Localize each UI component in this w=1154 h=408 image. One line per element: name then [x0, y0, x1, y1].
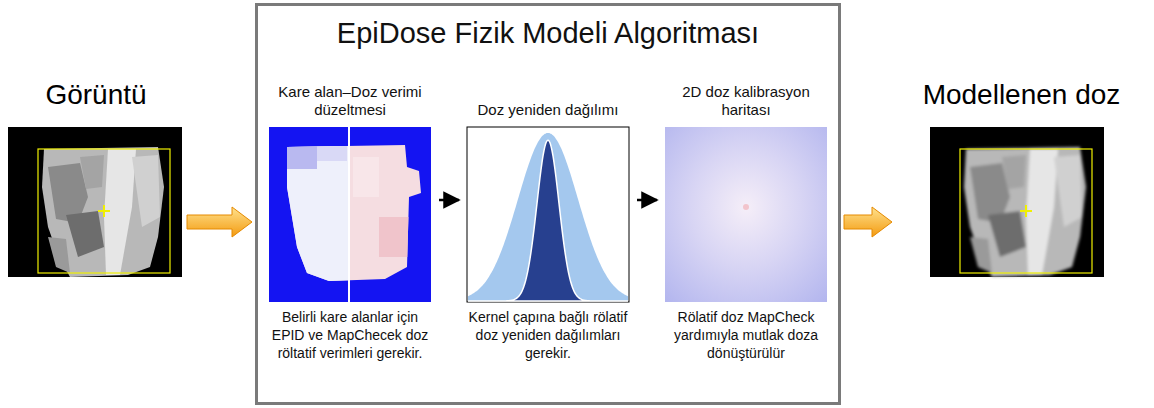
calibration-map: [665, 127, 827, 302]
panel-note: Rölatif doz MapCheck yardımıyla mutlak d…: [660, 308, 832, 363]
step-panel: Kare alan–Doz verimi düzeltmesiBelirli k…: [264, 62, 436, 363]
step-panel: 2D doz kalibrasyon haritasıRölatif doz M…: [660, 62, 832, 363]
wide-kernel: [468, 133, 628, 301]
kernel-plot: [467, 127, 629, 302]
panel-heading: 2D doz kalibrasyon haritası: [660, 62, 832, 120]
step-arrow: [439, 199, 459, 202]
step-arrow: [637, 199, 657, 202]
frame-title: EpiDose Fizik Modeli Algoritması: [258, 6, 838, 51]
field-correction-map: [269, 127, 431, 302]
image-heading: Modellenen doz: [895, 74, 1148, 112]
panel-note: Kernel çapına bağlı rölatif doz yeniden …: [462, 308, 634, 363]
image-node: Görüntü: [8, 74, 184, 280]
panel-heading: Kare alan–Doz verimi düzeltmesi: [264, 62, 436, 120]
image-heading: Görüntü: [8, 74, 184, 112]
flow-arrow: [844, 207, 892, 237]
panel-note: Belirli kare alanlar için EPID ve MapChe…: [264, 308, 436, 363]
step-panel: Doz yeniden dağılımıKernel çapına bağlı …: [462, 62, 634, 363]
flow-arrow: [187, 207, 252, 237]
algorithm-frame: EpiDose Fizik Modeli AlgoritmasıKare ala…: [255, 3, 841, 405]
narrow-kernel: [468, 140, 628, 301]
panel-heading: Doz yeniden dağılımı: [462, 62, 634, 120]
input-image: [8, 127, 182, 277]
image-node: Modellenen doz: [895, 74, 1148, 280]
output-image: [930, 127, 1104, 277]
